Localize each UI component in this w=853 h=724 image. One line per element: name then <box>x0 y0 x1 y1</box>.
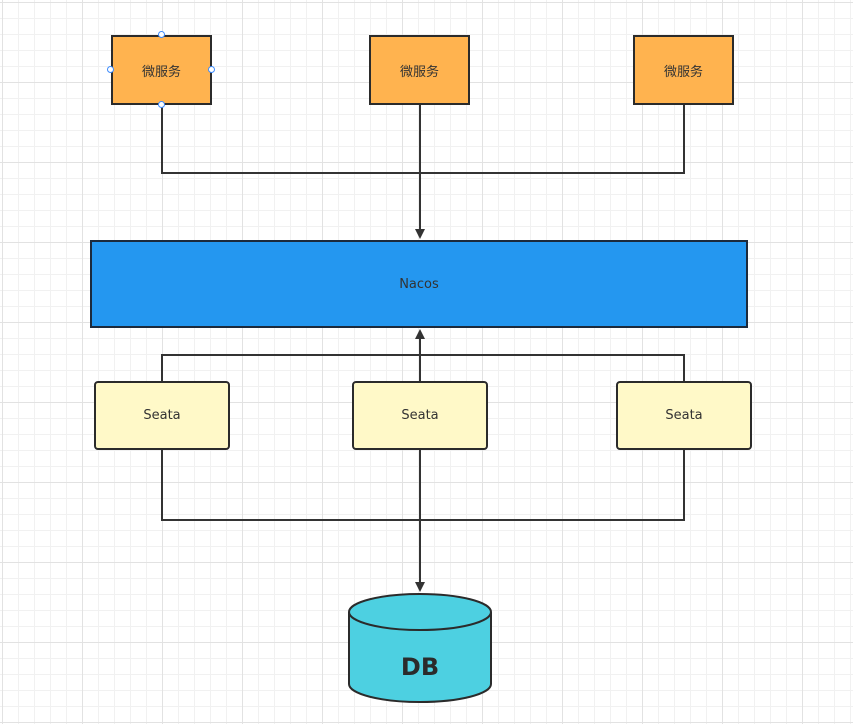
connector-seata3-to-bus <box>420 354 685 381</box>
nacos-registry-box[interactable]: Nacos <box>90 240 748 328</box>
seata-box-3[interactable]: Seata <box>616 381 752 450</box>
microservice-label: 微服务 <box>141 64 181 80</box>
connector-ms1-to-bus <box>161 105 420 174</box>
connector-seata3-to-db-bus <box>420 450 685 521</box>
seata-box-1[interactable]: Seata <box>94 381 230 450</box>
connector-seata1-to-db-bus <box>161 450 420 521</box>
seata-box-2[interactable]: Seata <box>352 381 488 450</box>
seata-label: Seata <box>665 408 703 423</box>
microservice-box-3[interactable]: 微服务 <box>633 35 734 105</box>
seata-label: Seata <box>401 408 439 423</box>
microservice-box-1[interactable]: 微服务 <box>111 35 212 105</box>
connector-ms3-to-bus <box>420 105 685 174</box>
selection-handle-right[interactable] <box>208 66 215 73</box>
selection-handle-top[interactable] <box>158 31 165 38</box>
microservice-box-2[interactable]: 微服务 <box>369 35 470 105</box>
selection-handle-bottom[interactable] <box>158 101 165 108</box>
connector-seata1-to-bus <box>161 354 420 381</box>
database-label: DB <box>400 653 440 681</box>
seata-label: Seata <box>143 408 181 423</box>
nacos-label: Nacos <box>399 276 439 292</box>
database-cylinder[interactable] <box>348 593 492 703</box>
microservice-label: 微服务 <box>663 64 703 80</box>
selection-handle-left[interactable] <box>107 66 114 73</box>
microservice-label: 微服务 <box>399 64 439 80</box>
